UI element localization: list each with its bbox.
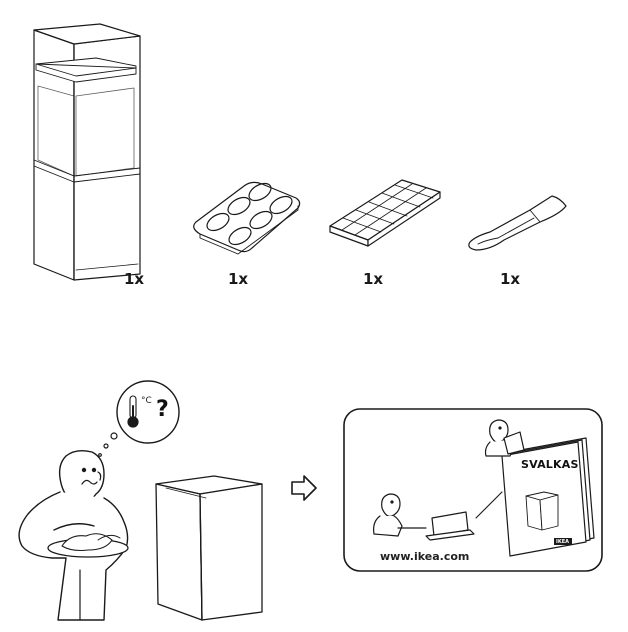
reading-person-icon: [484, 419, 525, 457]
laptop-person-icon: [373, 493, 475, 541]
manual-title: SVALKAS: [521, 458, 579, 471]
info-panel: [343, 408, 603, 572]
manual-brand-logo: IKEA: [556, 539, 570, 545]
face-details: [81, 467, 102, 485]
egg-tray-quantity: 1x: [228, 270, 249, 288]
small-fridge-illustration: [155, 475, 263, 621]
ice-scraper-quantity: 1x: [500, 270, 521, 288]
person-illustration: [18, 449, 129, 621]
thermometer-icon: [127, 395, 139, 428]
question-mark: ?: [156, 397, 169, 422]
ice-scraper-illustration: [468, 195, 567, 251]
website-url: www.ikea.com: [380, 550, 470, 563]
fridge-illustration: [33, 23, 141, 281]
fridge-quantity: 1x: [124, 270, 145, 288]
ice-cube-tray-illustration: [329, 179, 441, 247]
arrow-right-icon: [291, 475, 317, 501]
manual-booklet: [501, 437, 595, 557]
egg-tray-illustration: [193, 181, 301, 255]
temperature-unit-label: °C: [141, 396, 152, 406]
ice-cube-tray-quantity: 1x: [363, 270, 384, 288]
